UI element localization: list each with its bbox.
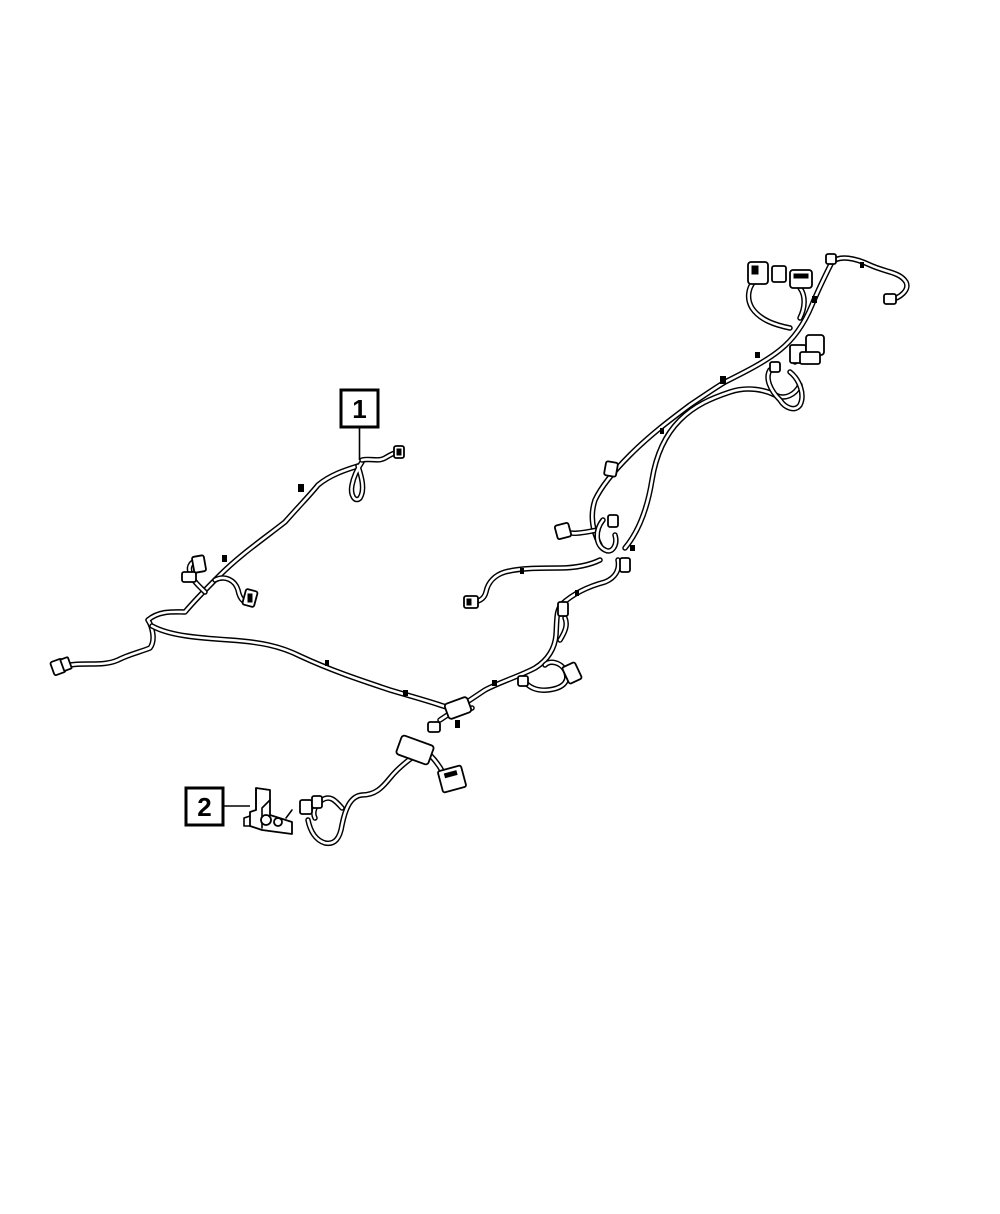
harness-branch-top-right [829,255,910,303]
mounting-bracket[interactable] [243,787,293,835]
connector-center-block [395,696,473,794]
connector-left-end [49,656,73,676]
harness-trunk-upper-right [589,259,835,551]
callout-2[interactable]: 2 [184,786,250,827]
harness-clips [222,262,864,728]
connector-lower-right [517,601,583,687]
callout-2-label: 2 [197,792,211,822]
connector-left-upper [181,554,207,583]
callout-1-box [339,388,380,429]
connector-mid-left [463,595,479,609]
harness-trunk-left [55,463,361,671]
connector-upper-left-end [393,445,405,459]
callout-1[interactable]: 1 [339,388,380,460]
connector-mid-upper [553,460,631,573]
connector-left-branch [241,588,259,608]
connector-top-right-end [825,253,897,305]
connector-upper-right-cluster [747,261,825,373]
harness-trunk-lower [149,623,475,713]
harness-trunk-right [437,557,622,723]
connector-bottom-loop [299,795,323,815]
harness-branch-bottom [305,749,451,847]
harness-branch-lower-right [522,615,570,693]
callout-2-box [184,786,225,827]
harness-branch-mid [467,517,619,605]
callout-1-label: 1 [352,394,366,424]
wiring-harness[interactable] [49,253,910,847]
